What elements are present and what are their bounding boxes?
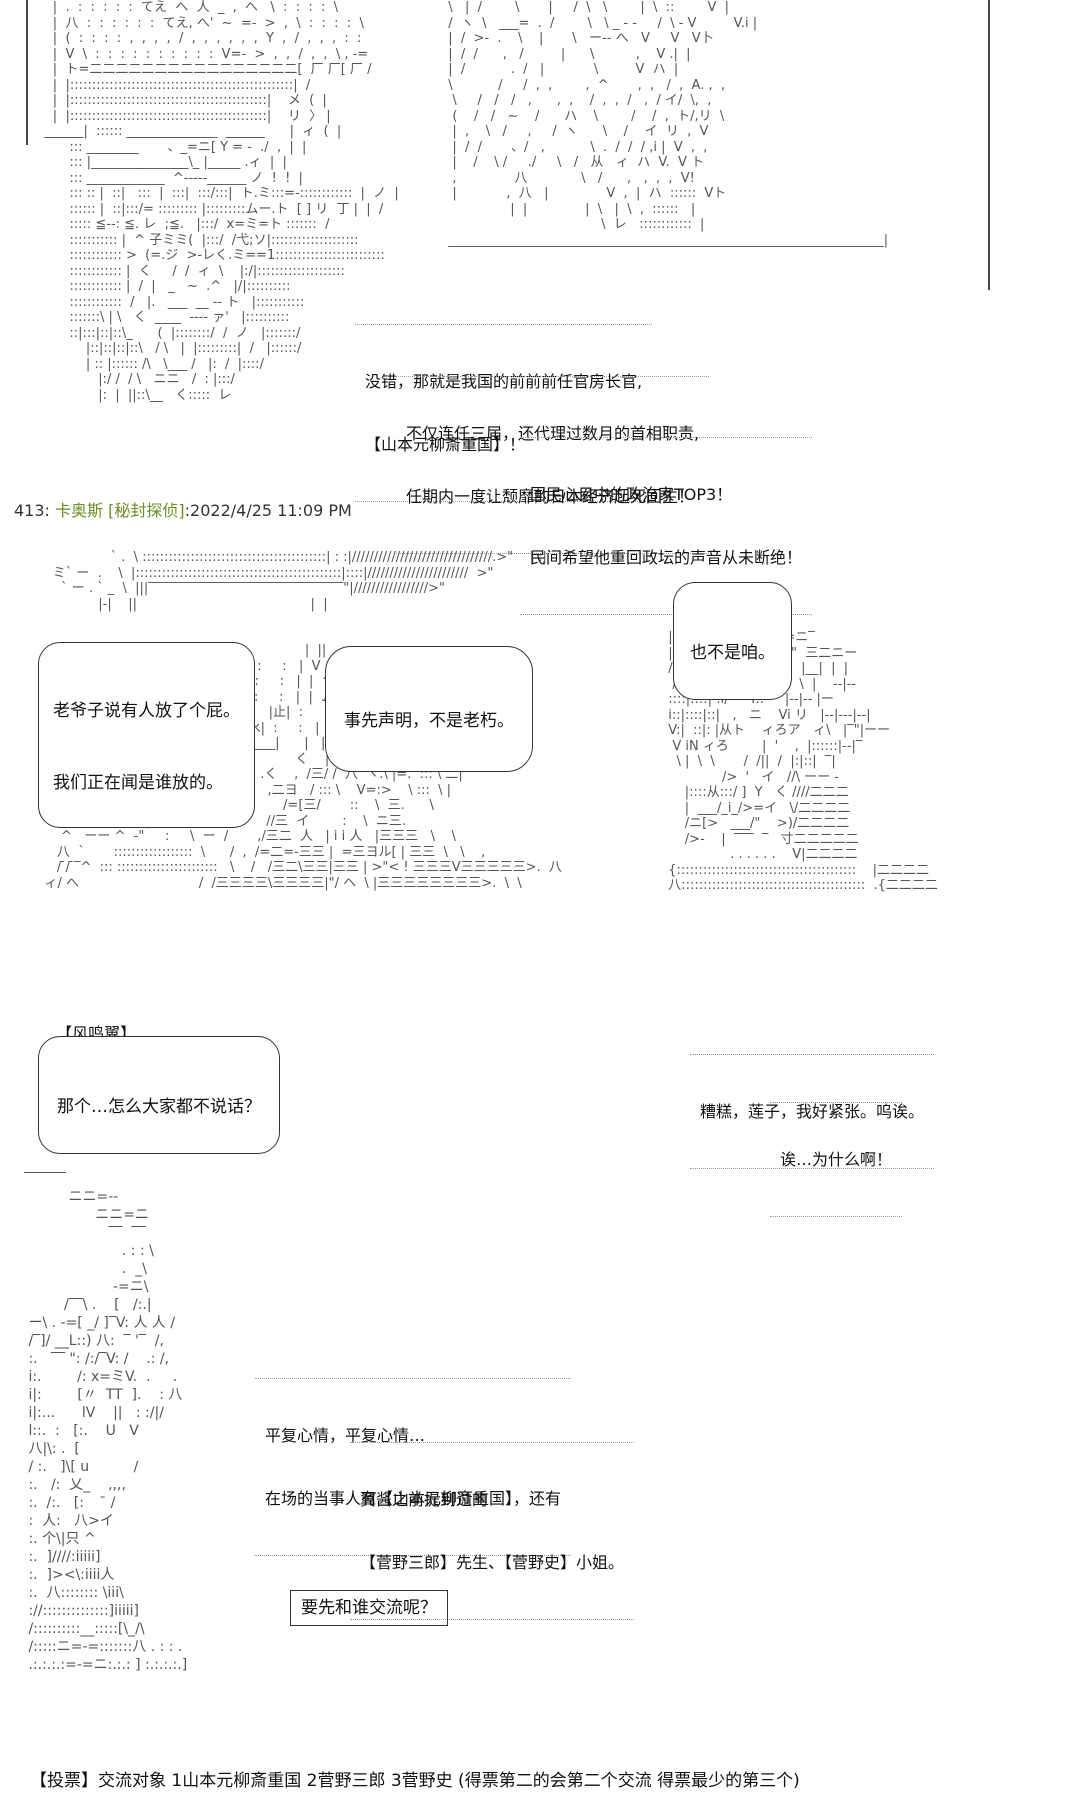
narration-line: 【菅野三郎】先生、【菅野史】小姐。	[360, 1553, 625, 1572]
bubble-line: 我们正在闻是谁放的。	[53, 773, 223, 793]
bubble-line: 那个…怎么大家都不说话？	[57, 1097, 261, 1117]
speech-bubble-bottom-left: 那个…怎么大家都不说话？	[38, 1036, 280, 1154]
narration-box-c: 国民心目中的政治家TOP3！ 民间希望他重回政坛的声音从未断绝！	[520, 395, 813, 636]
panel-frame-top-left	[26, 0, 28, 145]
post-author[interactable]: 卡奥斯	[55, 501, 104, 520]
ascii-art-scene1-right: \ | / \ | / \ \ | \ :: V | / ヽ \ ___= . …	[448, 0, 889, 248]
narration-box-scene3-a: 平复心情，平复心情… 在场的当事人有【山本元柳斎重国】，还有	[255, 1336, 572, 1577]
question-box: 要先和谁交流呢？	[290, 1590, 448, 1626]
ascii-art-scene3: ‾‾‾‾‾‾ ニニ=-- ニニ=ニ ‾‾ ‾‾ . : : \ . _\ -=ニ…	[24, 1171, 188, 1673]
narration-line: 国民心目中的政治家TOP3！	[530, 485, 733, 504]
speech-bubble-right: 也不是咱。	[673, 582, 792, 700]
bubble-line: 老爷子说有人放了个屁。	[53, 701, 240, 721]
ascii-art-scene1-left: | . : : : : : てえ へ 人 _ , へ \ : : : : \ |…	[44, 0, 399, 403]
narration-line: 在场的当事人有【山本元柳斎重国】，还有	[265, 1489, 562, 1508]
narration-line: 诶…为什么啊！	[780, 1150, 893, 1169]
narration-line: 翼酱之前提到过的	[360, 1490, 489, 1509]
panel-frame-right	[988, 0, 990, 290]
narration-line: 糟糕，莲子，我好紧张。呜诶。	[700, 1102, 925, 1121]
narration-line: 【山本元柳斎重国】！	[365, 435, 526, 454]
narration-line: 不仅连任三届，还代理过数月的首相职责,	[406, 424, 700, 443]
narration-line: 民间希望他重回政坛的声音从未断绝！	[530, 548, 803, 567]
bubble-line: 也不是咱。	[690, 643, 775, 663]
narration-box-right-b: 诶…为什么啊！	[770, 1060, 903, 1238]
question-text: 要先和谁交流呢？	[301, 1598, 437, 1618]
bubble-line: 事先声明，不是老朽。	[344, 711, 514, 731]
narration-box-b: 不仅连任三届，还代理过数月的首相职责, 任期内一度让颓靡的日本经济起死回生！	[396, 334, 710, 575]
speech-bubble-left: 老爷子说有人放了个屁。 我们正在闻是谁放的。	[38, 642, 255, 828]
post-timestamp: :2022/4/25 11:09 PM	[184, 501, 352, 520]
post-trip: [秘封探侦]	[108, 501, 185, 520]
post-number: 413:	[14, 501, 50, 520]
post-header: 413: 卡奥斯 [秘封探侦]:2022/4/25 11:09 PM	[14, 500, 352, 522]
narration-box-scene3-b: 翼酱之前提到过的 【菅野三郎】先生、【菅野史】小姐。	[350, 1400, 635, 1641]
vote-instructions: 【投票】交流对象 1山本元柳斎重国 2菅野三郎 3菅野史 (得票第二的会第二个交…	[30, 1771, 800, 1791]
narration-line: 平复心情，平复心情…	[265, 1426, 426, 1445]
narration-box-right-a: 糟糕，莲子，我好紧张。呜诶。	[690, 1012, 935, 1190]
speech-bubble-center: 事先声明，不是老朽。	[325, 646, 533, 772]
narration-line: 任期内一度让颓靡的日本经济起死回生！	[406, 487, 695, 506]
